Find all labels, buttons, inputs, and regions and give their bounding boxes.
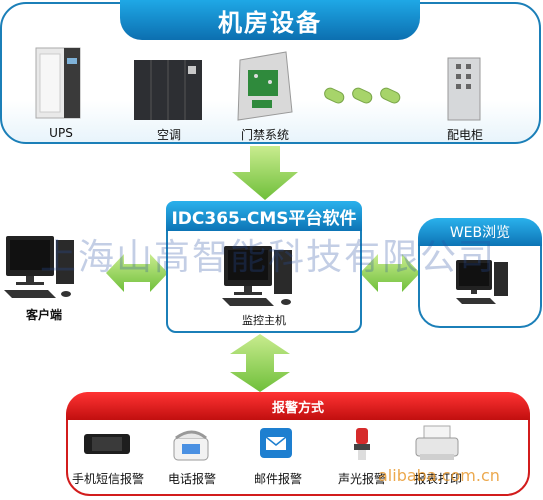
device-label-air-conditioner: 空调 xyxy=(156,128,181,142)
device-label-access-control: 门禁系统 xyxy=(240,128,289,142)
equipment-panel-title: 机房设备 xyxy=(120,0,420,40)
web-browse-title: WEB浏览 xyxy=(418,218,542,246)
device-label-power-cabinet: 配电柜 xyxy=(446,128,483,142)
company-watermark: 上海山高智能科技有限公司 xyxy=(40,237,497,278)
access-control-box-icon xyxy=(237,51,293,121)
host-web-double-arrow-icon xyxy=(360,254,420,292)
alarm-methods-title: 报警方式 xyxy=(66,392,530,420)
site-watermark: alibaba.com.cn xyxy=(378,466,500,485)
client-label: 客户端 xyxy=(25,308,62,322)
platform-software-title: IDC365-CMS平台软件 xyxy=(166,201,362,231)
device-label-ups: UPS xyxy=(49,126,73,140)
monitoring-host-label: 监控主机 xyxy=(242,314,286,327)
alarm-label-phone: 电话报警 xyxy=(167,472,216,486)
monitoring-host-computer-icon xyxy=(222,246,292,306)
siren-icon xyxy=(354,428,370,460)
email-icon xyxy=(260,428,292,458)
down-arrow-icon xyxy=(232,146,298,200)
air-conditioner-icon xyxy=(134,60,202,120)
client-computer-icon xyxy=(4,236,74,298)
ups-cabinet-icon xyxy=(35,47,81,119)
web-computer-icon xyxy=(456,260,508,304)
alarm-label-print: 报表打印 xyxy=(413,472,462,486)
telephone-icon xyxy=(173,430,209,461)
host-alarm-double-arrow-icon xyxy=(230,334,290,392)
alarm-label-email: 邮件报警 xyxy=(253,472,302,486)
alarm-label-siren: 声光报警 xyxy=(337,472,386,486)
printer-icon xyxy=(415,425,459,460)
alarm-label-sms: 手机短信报警 xyxy=(71,472,144,486)
mobile-phone-icon xyxy=(84,434,130,454)
power-distribution-cabinet-icon xyxy=(447,57,481,121)
sensor-capsules-icon xyxy=(324,87,401,104)
client-host-double-arrow-icon xyxy=(106,254,168,292)
